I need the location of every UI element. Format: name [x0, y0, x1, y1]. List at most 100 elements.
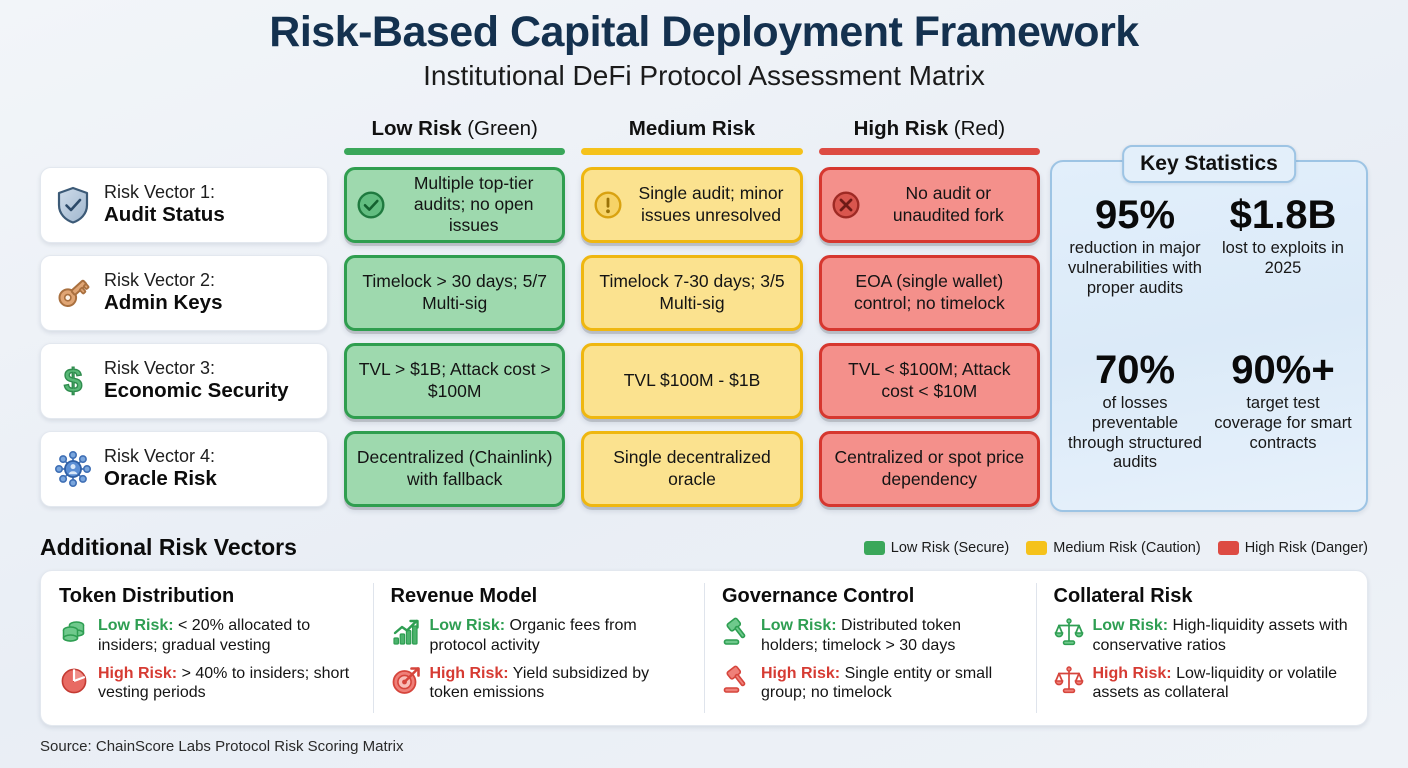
chart-up-icon	[391, 617, 421, 647]
matrix-cell-oracle-risk-high[interactable]: Centralized or spot price dependency	[818, 430, 1040, 507]
source-caption: Source: ChainScore Labs Protocol Risk Sc…	[40, 738, 404, 755]
column-header-label: Low Risk (Green)	[371, 117, 538, 140]
key-statistic-label: reduction in major vulnerabilities with …	[1068, 239, 1202, 297]
key-statistic-label: of losses preventable through structured…	[1068, 394, 1202, 472]
column-accent-bar-low	[344, 147, 566, 155]
additional-panel-text: Low Risk: < 20% allocated to insiders; g…	[98, 616, 355, 656]
column-header-label: Medium Risk	[628, 117, 756, 140]
matrix-cell-text: TVL > $1B; Attack cost > $100M	[358, 359, 551, 401]
matrix-cell-audit-status-medium[interactable]: Single audit; minor issues unresolved	[581, 166, 803, 243]
additional-panel-title: Governance Control	[722, 585, 915, 607]
risk-tag: High Risk:	[761, 664, 841, 682]
additional-panel-text: High Risk: Single entity or small group;…	[761, 664, 1018, 704]
matrix-cell-audit-status-high[interactable]: No audit or unaudited fork	[818, 166, 1040, 243]
matrix-cell-admin-keys-high[interactable]: EOA (single wallet) control; no timelock	[818, 254, 1040, 331]
risk-tag: Low Risk:	[98, 617, 174, 634]
risk-desc: Distributed token holders; timelock > 30…	[761, 617, 962, 654]
risk-vector-name: Admin Keys	[104, 290, 223, 314]
key-statistic-value: $1.8B	[1229, 193, 1337, 237]
coins-icon	[59, 617, 89, 647]
risk-tag: Low Risk:	[429, 617, 506, 634]
additional-panel-title: Revenue Model	[390, 585, 538, 607]
matrix-cell-text: Centralized or spot price dependency	[834, 447, 1025, 489]
risk-tag: Low Risk:	[1092, 617, 1169, 634]
matrix-cell-text: Timelock > 30 days; 5/7 Multi-sig	[362, 271, 547, 313]
matrix-cell-admin-keys-medium[interactable]: Timelock 7-30 days; 3/5 Multi-sig	[581, 254, 803, 331]
matrix-cell-economic-security-high[interactable]: TVL < $100M; Attack cost < $10M	[818, 342, 1040, 419]
risk-vector-card-4[interactable]: Risk Vector 4: Oracle Risk	[40, 430, 328, 507]
legend-swatch	[1026, 540, 1048, 555]
key-statistic-item: 90%+target test coverage for smart contr…	[1212, 349, 1354, 500]
matrix-row: Risk Vector 2: Admin Keys Timelock > 30 …	[40, 254, 1040, 331]
column-accent-bar-high	[818, 147, 1040, 155]
oracle-network-icon	[53, 449, 93, 489]
matrix-cell-text: Decentralized (Chainlink) with fallback	[356, 447, 553, 489]
risk-desc: < 20% allocated to insiders; gradual ves…	[98, 617, 311, 654]
gavel-icon	[722, 617, 752, 647]
additional-panel-item: High Risk: Low-liquidity or volatile ass…	[1054, 664, 1350, 704]
key-statistic-item: 70%of losses preventable through structu…	[1064, 349, 1206, 500]
page-header: Risk-Based Capital Deployment Framework …	[0, 0, 1408, 93]
risk-vector-prefix: Risk Vector 1:	[104, 181, 216, 202]
target-icon	[391, 665, 421, 695]
additional-panel-revenue-model: Revenue Model Low Risk: Organic fees fro…	[372, 571, 705, 725]
x-circle-icon	[831, 190, 861, 220]
additional-panel-title: Collateral Risk	[1053, 585, 1193, 607]
risk-vector-card-1[interactable]: Risk Vector 1: Audit Status	[40, 166, 328, 243]
matrix-cell-oracle-risk-medium[interactable]: Single decentralized oracle	[581, 430, 803, 507]
additional-panel-text: Low Risk: Organic fees from protocol act…	[430, 616, 687, 656]
matrix-cell-text: Single decentralized oracle	[613, 447, 771, 489]
legend-item: Low Risk (Secure)	[863, 539, 1010, 556]
matrix-cell-oracle-risk-low[interactable]: Decentralized (Chainlink) with fallback	[344, 430, 566, 507]
risk-vector-prefix: Risk Vector 2:	[104, 269, 216, 290]
matrix-cell-text: TVL $100M - $1B	[623, 369, 761, 390]
additional-panel-text: High Risk: Low-liquidity or volatile ass…	[1093, 664, 1350, 704]
risk-legend: Low Risk (Secure) Medium Risk (Caution) Hi…	[863, 539, 1368, 556]
matrix-cell-text: TVL < $100M; Attack cost < $10M	[848, 359, 1011, 401]
risk-tag: High Risk:	[98, 664, 178, 682]
svg-text:$: $	[64, 362, 82, 399]
risk-tag: Low Risk:	[761, 617, 837, 634]
matrix-cell-text: No audit or unaudited fork	[892, 183, 1004, 225]
risk-vector-name: Oracle Risk	[104, 466, 217, 490]
risk-vector-card-2[interactable]: Risk Vector 2: Admin Keys	[40, 254, 328, 331]
additional-panel-title: Token Distribution	[59, 585, 235, 607]
legend-label: Low Risk (Secure)	[890, 539, 1010, 556]
risk-vector-card-3[interactable]: $ Risk Vector 3: Economic Security	[40, 342, 328, 419]
additional-panel-text: High Risk: Yield subsidized by token emi…	[430, 664, 687, 704]
legend-item: High Risk (Danger)	[1217, 539, 1368, 556]
gavel-icon	[722, 665, 752, 695]
matrix-cell-text: EOA (single wallet) control; no timelock	[853, 271, 1005, 313]
risk-desc: > 40% to insiders; short vesting periods	[98, 664, 350, 702]
legend-swatch	[863, 540, 885, 555]
additional-panel-token-distribution: Token Distribution Low Risk: < 20% alloc…	[41, 571, 373, 725]
key-statistic-label: target test coverage for smart contracts	[1214, 394, 1352, 452]
matrix-cell-economic-security-medium[interactable]: TVL $100M - $1B	[581, 342, 803, 419]
dollar-sign-icon: $	[53, 361, 93, 401]
additional-panel-collateral-risk: Collateral Risk Low Risk: High-liquidity…	[1035, 571, 1368, 725]
additional-risk-title: Additional Risk Vectors	[40, 534, 297, 560]
legend-label: High Risk (Danger)	[1244, 539, 1368, 556]
matrix-column-headers: Low Risk (Green) Medium Risk High Risk (Re…	[40, 117, 1040, 155]
matrix-rows: Risk Vector 1: Audit Status Multiple top…	[40, 166, 1040, 507]
additional-panel-text: Low Risk: High-liquidity assets with con…	[1093, 616, 1350, 656]
additional-panel-item: Low Risk: Distributed token holders; tim…	[722, 616, 1018, 656]
matrix-column-header-high: High Risk (Red)	[818, 117, 1040, 155]
additional-panel-text: Low Risk: Distributed token holders; tim…	[761, 616, 1018, 656]
risk-desc: Low-liquidity or volatile assets as coll…	[1092, 664, 1338, 702]
legend-item: Medium Risk (Caution)	[1026, 540, 1201, 556]
legend-swatch	[1217, 540, 1239, 555]
key-statistic-value: 90%+	[1231, 348, 1335, 392]
key-statistic-label: lost to exploits in 2025	[1222, 239, 1344, 277]
matrix-cell-text: Multiple top-tier audits; no open issues	[413, 172, 534, 236]
key-statistics-grid: 95%reduction in major vulnerabilities wi…	[1052, 162, 1366, 510]
matrix-cell-economic-security-low[interactable]: TVL > $1B; Attack cost > $100M	[344, 342, 566, 419]
risk-vector-name: Audit Status	[104, 202, 225, 226]
matrix-cell-text: Single audit; minor issues unresolved	[638, 183, 784, 225]
matrix-cell-audit-status-low[interactable]: Multiple top-tier audits; no open issues	[344, 166, 566, 243]
risk-desc: Yield subsidized by token emissions	[429, 664, 650, 702]
matrix-column-header-low: Low Risk (Green)	[344, 117, 566, 155]
risk-desc: Single entity or small group; no timeloc…	[761, 664, 993, 702]
matrix-cell-admin-keys-low[interactable]: Timelock > 30 days; 5/7 Multi-sig	[344, 254, 566, 331]
